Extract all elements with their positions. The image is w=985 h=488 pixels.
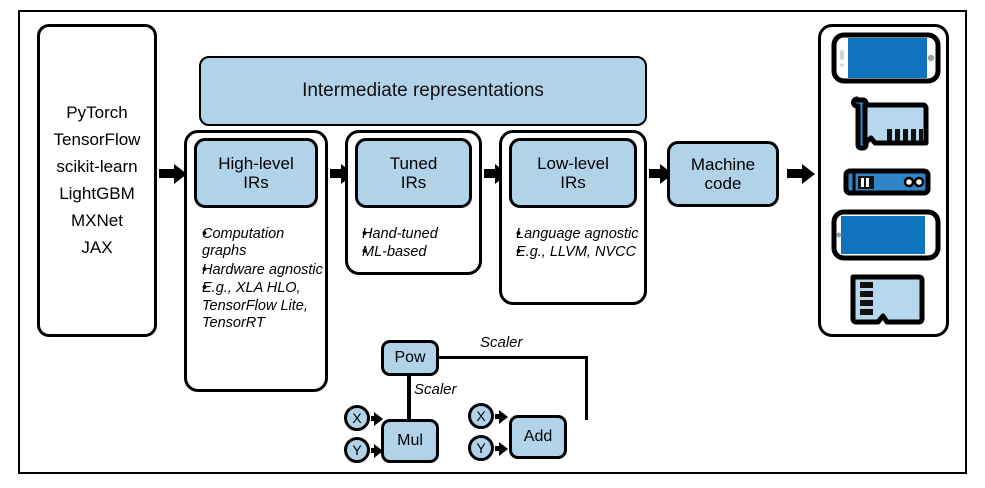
- arrow-x-to-mul: [371, 416, 375, 421]
- arrow-tuned-to-low-level: [484, 169, 496, 178]
- low-level-irs-line2: IRs: [560, 173, 586, 192]
- graph-node-mul-label: Mul: [397, 432, 423, 449]
- low-level-irs-bullets: Language agnostic E.g., LLVM, NVCC: [505, 226, 645, 263]
- arrow-machine-code-to-hardware: [787, 169, 803, 178]
- bullet-item: Language agnostic: [516, 226, 645, 244]
- bullet-item: ML-based: [362, 244, 479, 262]
- machine-code-line1: Machine: [690, 154, 756, 174]
- frameworks-box: PyTorch TensorFlow scikit-learn LightGBM…: [37, 24, 157, 337]
- hardware-targets-box: [818, 24, 949, 337]
- arrow-low-level-to-machine-code: [649, 169, 661, 178]
- tuned-irs-line2: IRs: [400, 173, 427, 192]
- graph-input-y-add-label: Y: [476, 440, 486, 456]
- graph-input-x-mul: X: [344, 405, 370, 431]
- memory-card-icon: [850, 274, 925, 325]
- tuned-irs-label: Tuned IRs: [355, 138, 472, 208]
- high-level-irs-bullets: Computation graphs Hardware agnostic E.g…: [191, 226, 325, 333]
- machine-code-line2: code: [704, 174, 742, 193]
- framework-item: TensorFlow: [53, 130, 141, 150]
- bullet-item: E.g., LLVM, NVCC: [516, 244, 645, 262]
- arrow-x-to-add: [495, 414, 500, 419]
- edge-pow-to-add-vertical: [585, 356, 588, 420]
- edge-label-scaler-mul: Scaler: [414, 381, 457, 398]
- ir-banner-label: Intermediate representations: [302, 80, 544, 101]
- low-level-irs-line1: Low-level: [537, 153, 609, 173]
- high-level-irs-line2: IRs: [243, 173, 269, 192]
- bullet-item: Hardware agnostic: [202, 262, 325, 280]
- bullet-item: E.g., XLA HLO, TensorFlow Lite, TensorRT: [202, 280, 325, 332]
- graph-node-pow: Pow: [381, 340, 439, 376]
- bullet-item: Computation graphs: [202, 226, 325, 261]
- framework-item: JAX: [81, 237, 113, 257]
- machine-code-box: Machine code: [667, 141, 779, 207]
- edge-pow-to-mul: [407, 376, 411, 420]
- graph-node-pow-label: Pow: [394, 349, 426, 366]
- framework-item: MXNet: [71, 210, 123, 230]
- server-rack-icon: [843, 168, 931, 196]
- graph-node-mul: Mul: [381, 419, 439, 463]
- graph-input-x-mul-label: X: [352, 410, 362, 426]
- edge-pow-to-add-horizontal: [439, 356, 588, 359]
- graph-input-y-mul: Y: [344, 437, 370, 463]
- graph-input-x-add: X: [468, 403, 494, 429]
- arrow-y-to-mul: [371, 448, 375, 453]
- low-level-irs-label: Low-level IRs: [509, 138, 637, 208]
- graph-input-y-add: Y: [468, 435, 494, 461]
- high-level-irs-line1: High-level: [218, 153, 294, 173]
- framework-item: scikit-learn: [56, 157, 138, 177]
- graph-input-y-mul-label: Y: [352, 442, 362, 458]
- tuned-irs-line1: Tuned: [389, 153, 438, 173]
- arrow-high-level-to-tuned: [330, 169, 342, 178]
- bullet-item: Hand-tuned: [362, 226, 479, 244]
- framework-item: PyTorch: [66, 103, 128, 123]
- gpu-card-icon: [851, 96, 929, 151]
- smartphone-icon: [831, 209, 941, 261]
- framework-item: LightGBM: [59, 184, 135, 203]
- graph-node-add: Add: [509, 415, 567, 459]
- graph-node-add-label: Add: [523, 428, 553, 445]
- tuned-irs-bullets: Hand-tuned ML-based: [351, 226, 479, 263]
- high-level-irs-label: High-level IRs: [194, 138, 318, 208]
- graph-input-x-add-label: X: [476, 408, 486, 424]
- smartphone-landscape-icon: [831, 32, 941, 84]
- edge-label-scaler-add: Scaler: [480, 334, 523, 351]
- arrow-frameworks-to-high-level: [159, 169, 175, 178]
- arrow-y-to-add: [495, 446, 500, 451]
- intermediate-representations-banner: Intermediate representations: [199, 56, 647, 126]
